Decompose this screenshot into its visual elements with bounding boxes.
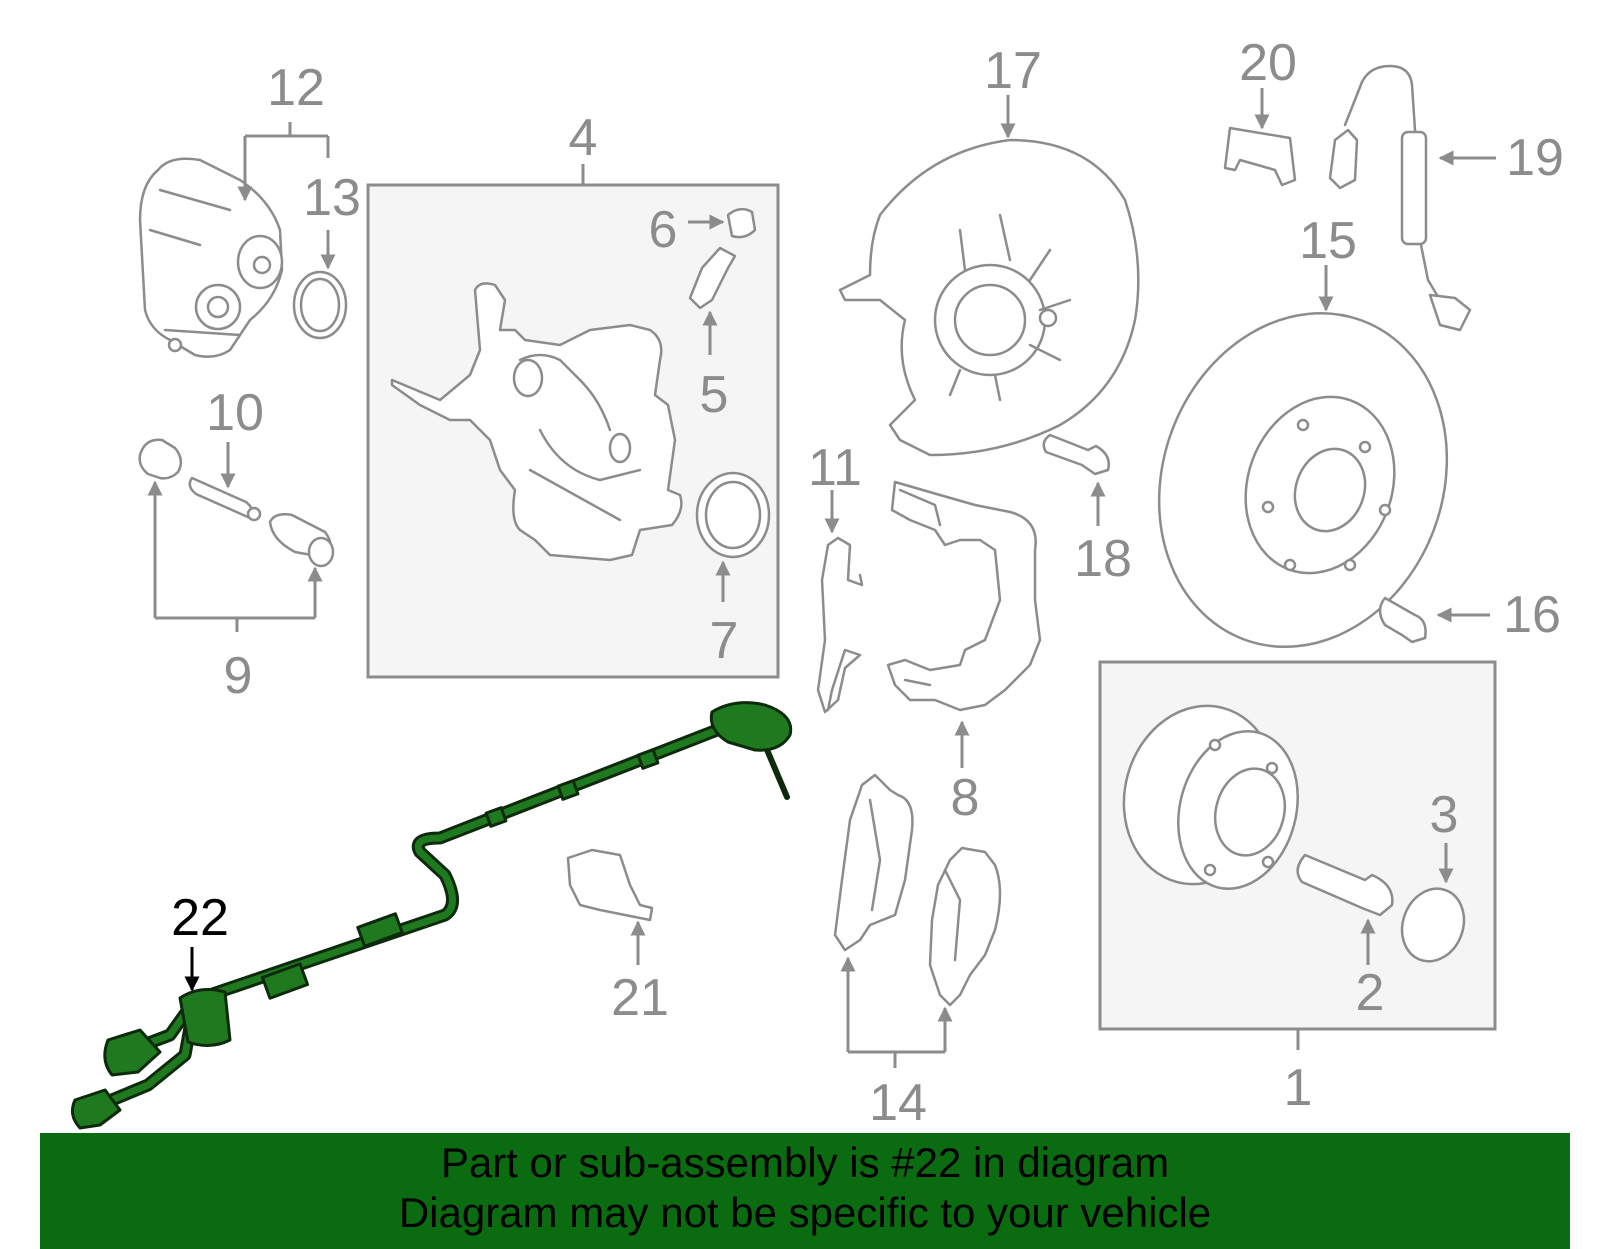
brake-caliper-part (390, 282, 683, 562)
sensor-bracket-part (566, 848, 654, 922)
hub-cap-part (1400, 887, 1466, 963)
banner-part-line: Part or sub-assembly is #22 in diagram (440, 1139, 1170, 1186)
guide-pin-kit-parts (138, 438, 335, 568)
brake-hose-part (1328, 64, 1472, 332)
banner-disclaimer-line: Diagram may not be specific to your vehi… (398, 1189, 1212, 1236)
callout-20: 20 (1239, 34, 1297, 92)
brake-hose-clip-part (1223, 126, 1297, 187)
callout-19: 19 (1506, 129, 1564, 187)
callout-7: 7 (710, 612, 739, 670)
callout-18: 18 (1074, 530, 1132, 588)
hub-bolt-part (1296, 853, 1394, 917)
bleeder-screw-part (688, 246, 737, 310)
callout-9: 9 (224, 647, 253, 705)
callout-10: 10 (206, 384, 264, 442)
piston-seal-part (695, 471, 771, 559)
callout-5: 5 (700, 366, 729, 424)
abs-sensor-harness-part (70, 701, 793, 1130)
callout-4: 4 (569, 109, 598, 167)
brake-pads-part (833, 773, 1002, 1007)
callout-21: 21 (611, 969, 669, 1027)
parking-brake-motor-part (138, 157, 284, 358)
callout-16: 16 (1503, 586, 1561, 644)
callout-22: 22 (171, 889, 229, 947)
callout-8: 8 (951, 769, 980, 827)
callout-17: 17 (984, 42, 1042, 100)
caliper-carrier-part (886, 480, 1042, 712)
callout-14: 14 (869, 1074, 927, 1132)
callout-15: 15 (1299, 212, 1357, 270)
brake-rotor-part (1157, 311, 1449, 649)
leader-lines (147, 88, 1496, 1068)
spring-clip-part (816, 536, 864, 714)
rotor-screw-part (1378, 596, 1427, 644)
bleeder-cap-part (726, 207, 757, 239)
dust-shield-part (838, 138, 1140, 457)
callout-13: 13 (303, 169, 361, 227)
shield-bolt-part (1042, 433, 1110, 476)
callout-12: 12 (267, 59, 325, 117)
callout-3: 3 (1430, 786, 1459, 844)
callout-1: 1 (1284, 1059, 1313, 1117)
callout-6: 6 (649, 201, 678, 259)
callout-11: 11 (808, 439, 862, 497)
o-ring-part (292, 270, 348, 340)
callout-2: 2 (1356, 964, 1385, 1022)
wheel-hub-part (1122, 704, 1299, 890)
part-info-banner: Part or sub-assembly is #22 in diagram D… (40, 1133, 1570, 1249)
